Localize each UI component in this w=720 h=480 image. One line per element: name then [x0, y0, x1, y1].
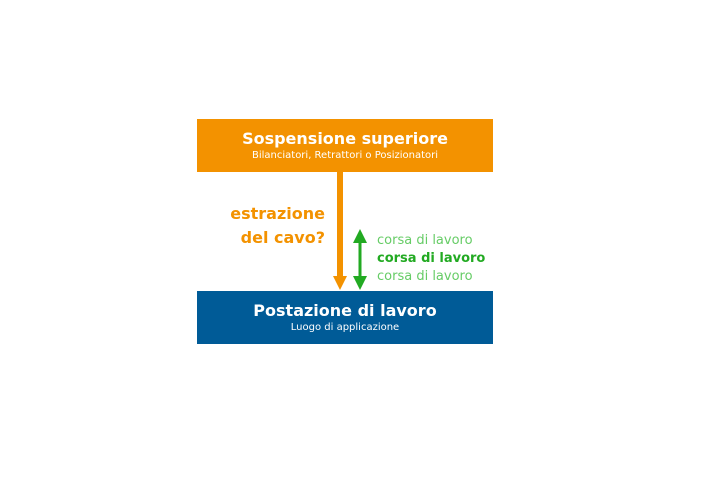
- workstation-title: Postazione di lavoro: [253, 301, 437, 320]
- workstation-subtitle: Luogo di applicazione: [290, 322, 400, 333]
- workstation-box: Postazione di lavoro Luogo di applicazio…: [197, 291, 493, 344]
- upper-suspension-subtitle: Bilanciatori, Retrattori o Posizionatori: [251, 150, 439, 161]
- upper-suspension-title: Sospensione superiore: [242, 129, 448, 148]
- stroke-label-middle: corsa di lavoro: [377, 251, 486, 266]
- upper-suspension-box: Sospensione superiore Bilanciatori, Retr…: [197, 119, 493, 172]
- cable-extraction-label: estrazione del cavo?: [230, 202, 325, 250]
- stroke-label-bottom: corsa di lavoro: [377, 269, 473, 284]
- cable-label-line2: del cavo?: [240, 228, 325, 247]
- stroke-label-top: corsa di lavoro: [377, 233, 473, 248]
- working-stroke-arrow: [353, 229, 367, 290]
- cable-arrow: [333, 172, 347, 290]
- cable-label-line1: estrazione: [230, 204, 325, 223]
